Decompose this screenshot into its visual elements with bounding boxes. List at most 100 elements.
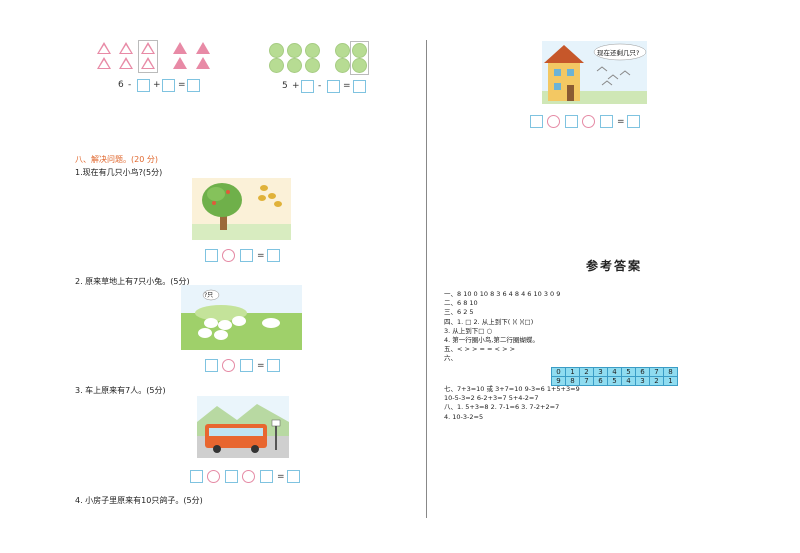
answer-box[interactable] (327, 80, 340, 93)
operator-circle[interactable] (547, 115, 560, 128)
table-cell: 5 (607, 376, 622, 386)
triangle-inner (143, 45, 153, 53)
table-cell: 7 (579, 376, 594, 386)
answer-box[interactable] (137, 79, 150, 92)
table-cell: 4 (607, 367, 622, 377)
equals-sign: = (257, 251, 265, 261)
green-dot (287, 43, 302, 58)
table-cell: 2 (579, 367, 594, 377)
table-cell: 2 (649, 376, 664, 386)
question-4-text: 4. 小房子里原来有10只鸽子。(5分) (75, 496, 203, 505)
answer-box[interactable] (205, 249, 218, 262)
green-dot (305, 43, 320, 58)
table-cell: 0 (551, 367, 566, 377)
house-doves-image: 现在还剩几只? (542, 41, 647, 104)
crossed-out-frame (350, 41, 369, 75)
equals-sign: = (257, 361, 265, 371)
answer-key-list: 一、8 10 0 10 8 3 6 4 8 4 6 10 3 0 9 二、6 8… (444, 290, 560, 364)
green-dot (335, 43, 350, 58)
triangle-inner (99, 45, 109, 53)
table-cell: 8 (663, 367, 678, 377)
answer-box[interactable] (565, 115, 578, 128)
answer-line: 一、8 10 0 10 8 3 6 4 8 4 6 10 3 0 9 (444, 290, 561, 298)
number: 6 (118, 80, 124, 90)
triangle-shape (196, 57, 210, 69)
question-2-text: 2. 原来草地上有7只小兔。(5分) (75, 277, 190, 286)
answer-box[interactable] (260, 470, 273, 483)
table-cell: 7 (649, 367, 664, 377)
table-cell: 3 (635, 376, 650, 386)
operator-circle[interactable] (222, 359, 235, 372)
table-cell: 3 (593, 367, 608, 377)
question-1-text: 1.现在有几只小鸟?(5分) (75, 168, 163, 177)
answer-box[interactable] (287, 470, 300, 483)
table-cell: 1 (565, 367, 580, 377)
answer-box[interactable] (301, 80, 314, 93)
triangle-shape (196, 42, 210, 54)
green-dot (335, 58, 350, 73)
answer-box[interactable] (530, 115, 543, 128)
triangle-shape (173, 57, 187, 69)
table-cell: 6 (593, 376, 608, 386)
crossed-out-frame (138, 40, 158, 73)
answer-box[interactable] (225, 470, 238, 483)
operator-circle[interactable] (207, 470, 220, 483)
answer-box[interactable] (267, 359, 280, 372)
answer-key-title: 参考答案 (586, 259, 643, 273)
table-cell: 6 (635, 367, 650, 377)
equals-sign: = (277, 472, 285, 482)
answer-box[interactable] (205, 359, 218, 372)
bubble-text: 现在还剩几只? (597, 49, 640, 57)
answer-box[interactable] (267, 249, 280, 262)
bubble-text: ?只 (204, 292, 214, 299)
operator-circle[interactable] (222, 249, 235, 262)
answer-key-list-2: 七、7+3=10 或 3+7=10 9-3=6 1+5+3=9 10-5-3=2… (444, 385, 580, 422)
answer-line: 五、< > > = = < > > (444, 345, 516, 354)
green-dot (287, 58, 302, 73)
answer-box[interactable] (190, 470, 203, 483)
answer-line: 二、6 8 10 (444, 299, 478, 308)
column-divider (426, 40, 427, 518)
answer-box[interactable] (240, 359, 253, 372)
answer-box[interactable] (240, 249, 253, 262)
green-dot (269, 43, 284, 58)
operator-circle[interactable] (582, 115, 595, 128)
answer-line: 3. 从上到下□ ○ (444, 326, 493, 335)
answer-box[interactable] (353, 80, 366, 93)
rabbits-image: ?只 (181, 285, 302, 350)
green-dot (305, 58, 320, 73)
answer-line: 八、1. 5+3=8 2. 7-1=6 3. 7-2+2=7 (444, 403, 560, 412)
tree-birds-image (192, 178, 291, 240)
equals-sign: = (343, 81, 351, 91)
answer-line: 4. 第一行圈小鸟,第二行圈蝴蝶。 (444, 336, 539, 345)
answer-line: 10-5-3=2 6-2+3=7 5+4-2=7 (444, 394, 539, 403)
equals-sign: = (617, 117, 625, 127)
table-row: 0 1 2 3 4 5 6 7 8 (551, 367, 678, 377)
answer-box[interactable] (600, 115, 613, 128)
triangle-shape (173, 42, 187, 54)
answer-box[interactable] (187, 79, 200, 92)
table-cell: 4 (621, 376, 636, 386)
number: 5 (282, 81, 288, 91)
answer-line: 三、6 2 5 (444, 308, 474, 317)
operator: - (128, 80, 132, 90)
operator: - (318, 81, 322, 91)
operator: + (292, 81, 300, 91)
answer-line: 四、1. □ 2. 从上到下( )( )(□) (444, 317, 534, 326)
green-dot (269, 58, 284, 73)
question-3-text: 3. 车上原来有7人。(5分) (75, 386, 166, 395)
operator-circle[interactable] (242, 470, 255, 483)
equals-sign: = (178, 80, 186, 90)
operator: + (153, 80, 161, 90)
triangle-inner (143, 60, 153, 68)
table-cell: 5 (621, 367, 636, 377)
answer-box[interactable] (162, 79, 175, 92)
answer-box[interactable] (627, 115, 640, 128)
green-dot (352, 58, 367, 73)
answer-number-table: 0 1 2 3 4 5 6 7 8 9 8 7 6 5 4 3 2 1 (551, 367, 678, 386)
answer-line: 4. 10-3-2=5 (444, 412, 484, 421)
triangle-inner (99, 60, 109, 68)
bus-image (197, 396, 289, 458)
answer-line: 七、7+3=10 或 3+7=10 9-3=6 1+5+3=9 (444, 385, 580, 393)
table-row: 9 8 7 6 5 4 3 2 1 (551, 376, 678, 386)
